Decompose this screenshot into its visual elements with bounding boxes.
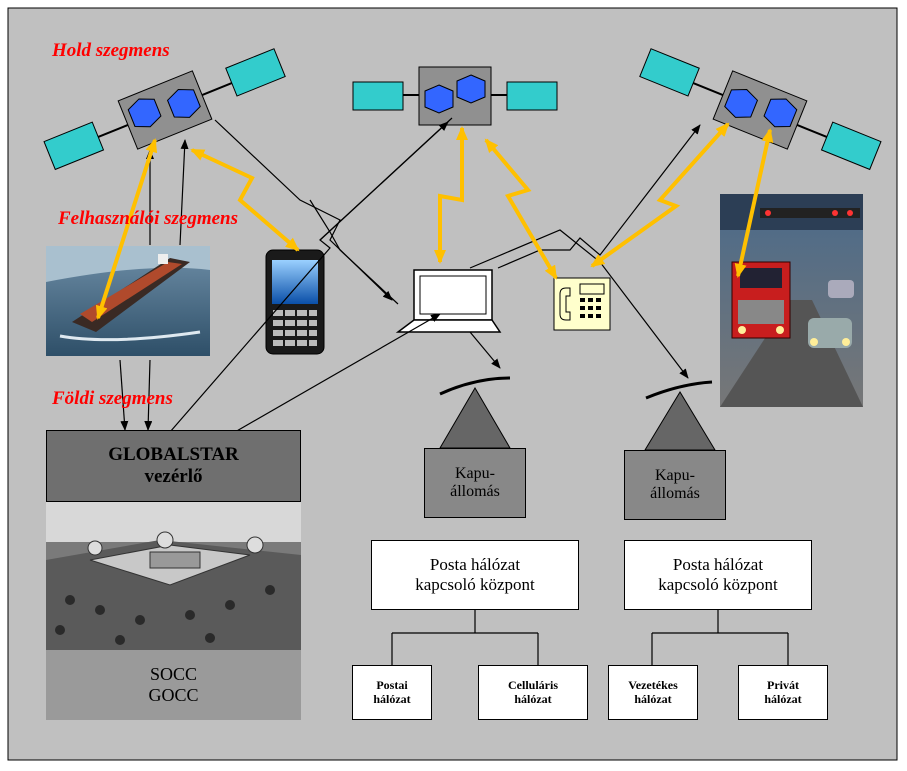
network-box: Postai hálózat <box>352 665 432 720</box>
controller-title: GLOBALSTAR <box>108 444 239 466</box>
globalstar-controller-box: GLOBALSTAR vezérlő <box>46 430 301 502</box>
network-label-2: hálózat <box>373 691 411 706</box>
satellite-icon <box>43 48 286 171</box>
gocc-label: GOCC <box>148 685 199 705</box>
space-segment-label: Hold szegmens <box>52 40 170 61</box>
ground-segment-label: Földi szegmens <box>52 388 173 409</box>
network-label-2: hálózat <box>634 691 672 706</box>
mobile-phone-icon <box>265 249 325 355</box>
controller-subtitle: vezérlő <box>144 466 203 487</box>
gateway-label-2: állomás <box>450 483 500 500</box>
control-center-photo <box>46 502 301 650</box>
switching-centre-box: Posta hálózat kapcsoló központ <box>371 540 579 610</box>
network-label-1: Celluláris <box>508 677 558 692</box>
network-label-2: hálózat <box>764 691 802 706</box>
ship-photo <box>46 246 210 356</box>
network-label-1: Vezetékes <box>628 677 678 692</box>
network-label-1: Postai <box>376 677 408 692</box>
operations-centres-box: SOCC GOCC <box>46 650 301 720</box>
gateway-label-1: Kapu- <box>455 464 495 482</box>
switching-centre-line2: kapcsoló központ <box>658 575 778 594</box>
switching-centre-line1: Posta hálózat <box>429 555 521 575</box>
gateway-label-2: állomás <box>650 485 700 502</box>
satellite-icon <box>639 48 882 171</box>
network-label-1: Privát <box>767 677 799 692</box>
radio-links <box>95 122 774 320</box>
user-segment-label: Felhasználói szegmens <box>58 208 239 229</box>
satellite-icon <box>352 66 558 126</box>
desk-phone-icon <box>553 277 611 331</box>
laptop-icon <box>395 269 502 333</box>
network-box: Celluláris hálózat <box>478 665 588 720</box>
network-connectors <box>391 610 789 665</box>
socc-label: SOCC <box>149 664 198 685</box>
network-box: Vezetékes hálózat <box>608 665 698 720</box>
switching-centre-line2: kapcsoló központ <box>415 575 535 594</box>
switching-centre-box: Posta hálózat kapcsoló központ <box>624 540 812 610</box>
network-box: Privát hálózat <box>738 665 828 720</box>
gateway-box: Kapu- állomás <box>624 450 726 520</box>
switching-centre-line1: Posta hálózat <box>672 555 764 575</box>
network-label-2: hálózat <box>514 691 552 706</box>
gateway-box: Kapu- állomás <box>424 448 526 518</box>
gateway-label-1: Kapu- <box>655 466 695 484</box>
truck-photo <box>720 194 863 407</box>
